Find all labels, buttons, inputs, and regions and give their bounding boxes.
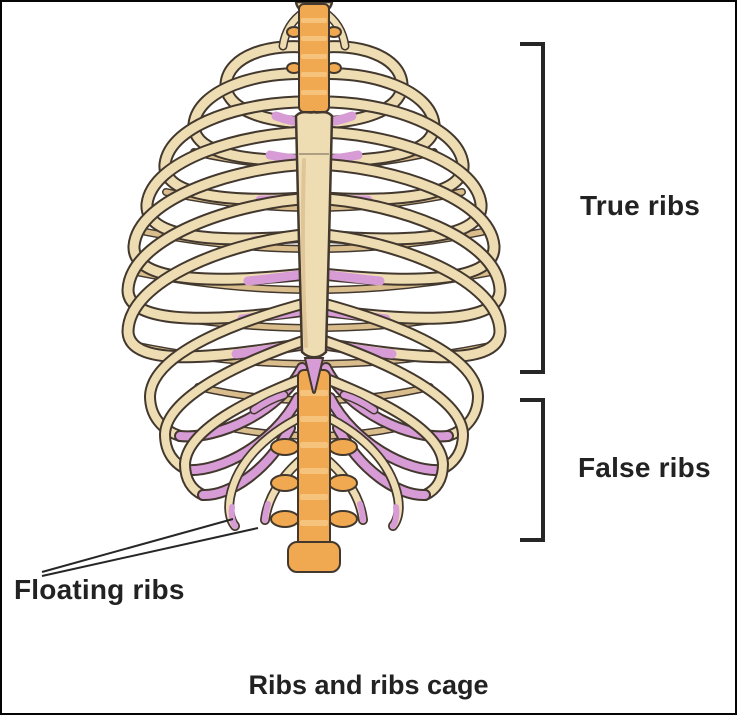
sternum	[294, 110, 334, 359]
caption-title: Ribs and ribs cage	[248, 670, 489, 700]
floating-ribs-label: Floating ribs	[14, 574, 185, 605]
floating-ribs-pointer-lines	[41, 518, 259, 577]
false-ribs-bracket	[520, 398, 545, 542]
lumbar-spine	[270, 369, 358, 573]
xiphoid-cartilage	[303, 357, 325, 394]
ribs-left	[121, 40, 321, 531]
true-ribs-bracket	[520, 42, 545, 374]
true-ribs-label: True ribs	[580, 190, 701, 221]
cervical-spine	[278, 2, 350, 113]
false-ribs-label: False ribs	[578, 452, 711, 483]
